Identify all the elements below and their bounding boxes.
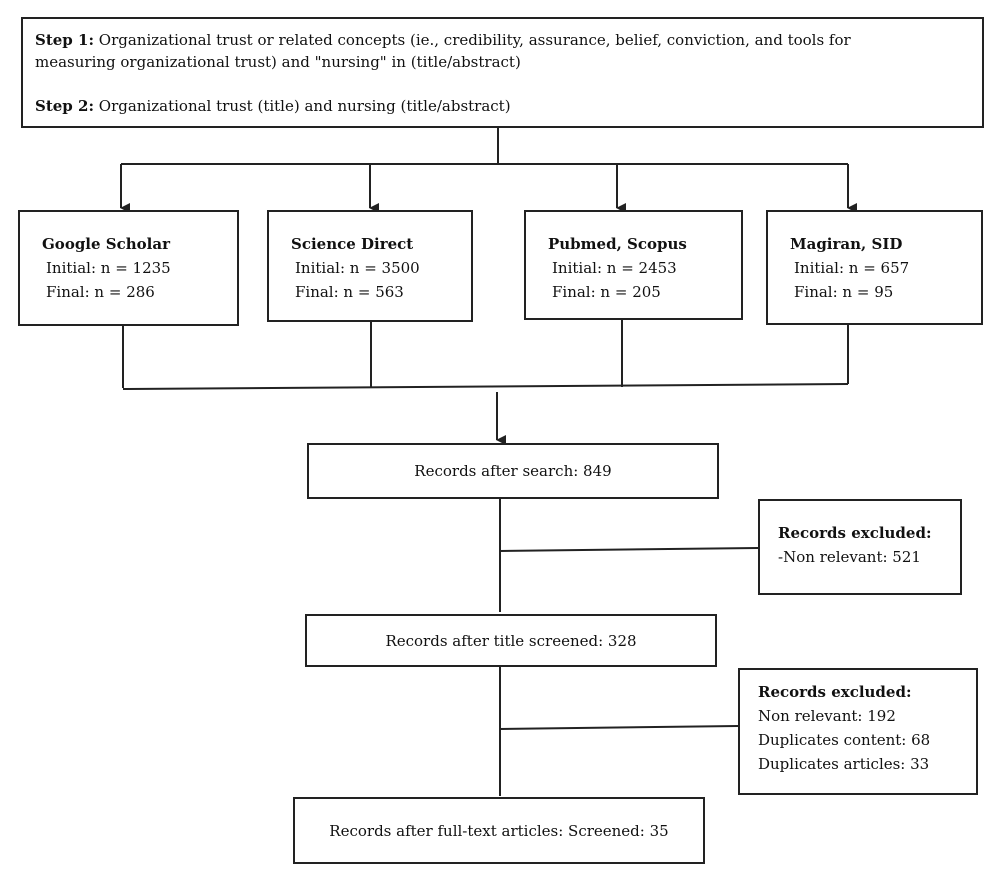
- records-excluded-title: Records excluded:: [778, 524, 932, 542]
- excluded-item: -Non relevant: 521: [778, 548, 921, 566]
- database-box-google-scholar: Google Scholar Initial: n = 1235 Final: …: [18, 210, 239, 326]
- records-after-fulltext-box: Records after full-text articles: Screen…: [293, 797, 705, 864]
- database-name: Pubmed, Scopus: [548, 235, 687, 253]
- records-after-fulltext-text: Records after full-text articles: Screen…: [329, 821, 669, 840]
- step1-label: Step 1:: [35, 31, 94, 49]
- step2-text: Organizational trust (title) and nursing…: [98, 97, 511, 115]
- step2-label: Step 2:: [35, 97, 94, 115]
- step1-text-line2: measuring organizational trust) and "nur…: [35, 53, 521, 71]
- database-final-count: Final: n = 563: [295, 283, 404, 301]
- records-excluded-box-2: Records excluded: Non relevant: 192 Dupl…: [738, 668, 978, 795]
- connector-bottom-bus: [122, 383, 849, 390]
- database-name: Google Scholar: [42, 235, 170, 253]
- database-initial-count: Initial: n = 2453: [552, 259, 677, 277]
- step1-text-line1: Organizational trust or related concepts…: [98, 31, 851, 49]
- excluded-item: Duplicates articles: 33: [758, 755, 930, 773]
- connector-exclusion-1: [499, 547, 759, 552]
- search-strategy-box: Step 1: Organizational trust or related …: [21, 17, 984, 128]
- records-after-search-text: Records after search: 849: [414, 462, 612, 480]
- excluded-item: Duplicates content: 68: [758, 731, 931, 749]
- excluded-item: Non relevant: 192: [758, 707, 896, 725]
- records-after-title-box: Records after title screened: 328: [305, 614, 717, 667]
- database-box-pubmed-scopus: Pubmed, Scopus Initial: n = 2453 Final: …: [524, 210, 743, 320]
- database-initial-count: Initial: n = 1235: [46, 259, 171, 277]
- records-after-title-text: Records after title screened: 328: [385, 631, 637, 650]
- database-name: Science Direct: [291, 235, 414, 253]
- connector-exclusion-2: [499, 725, 739, 730]
- database-box-magiran-sid: Magiran, SID Initial: n = 657 Final: n =…: [766, 210, 983, 325]
- records-after-search-box: Records after search: 849: [307, 443, 719, 499]
- database-name: Magiran, SID: [790, 235, 903, 253]
- database-final-count: Final: n = 205: [552, 283, 661, 301]
- database-initial-count: Initial: n = 3500: [295, 259, 420, 277]
- database-final-count: Final: n = 95: [794, 283, 894, 301]
- records-excluded-box-1: Records excluded: -Non relevant: 521: [758, 499, 962, 595]
- database-final-count: Final: n = 286: [46, 283, 155, 301]
- database-box-science-direct: Science Direct Initial: n = 3500 Final: …: [267, 210, 473, 322]
- records-excluded-title: Records excluded:: [758, 683, 912, 701]
- database-initial-count: Initial: n = 657: [794, 259, 910, 277]
